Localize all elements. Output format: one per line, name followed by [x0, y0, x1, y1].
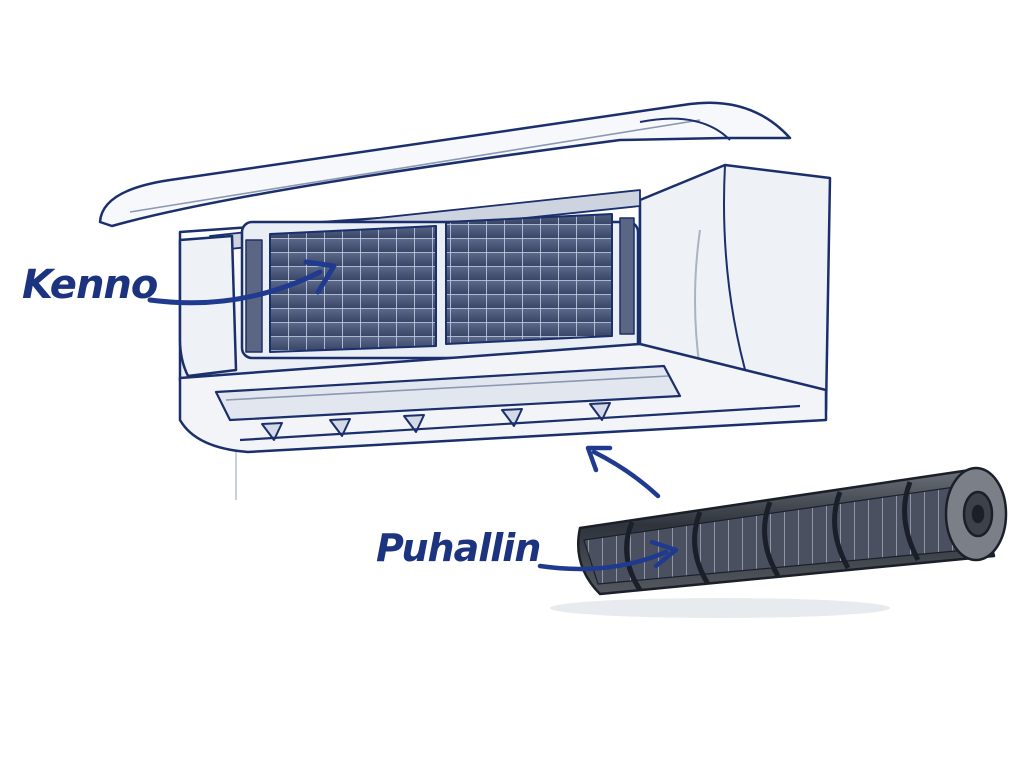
- pointer-arrow-icon: [147, 259, 679, 572]
- fan-label: Puhallin: [376, 526, 541, 570]
- air-conditioner-unit-icon: [98, 101, 832, 500]
- filter-label: Kenno: [22, 262, 158, 308]
- tangential-fan-icon: [550, 466, 1008, 618]
